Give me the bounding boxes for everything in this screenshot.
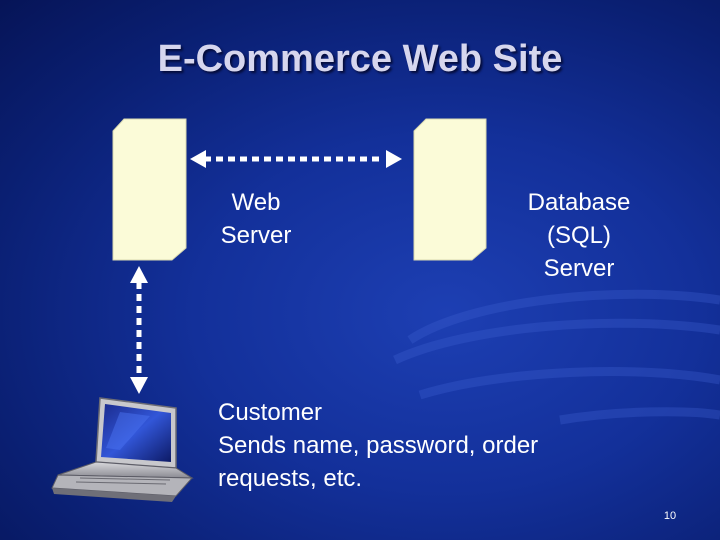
laptop-icon bbox=[51, 397, 194, 502]
slide-title: E-Commerce Web Site bbox=[157, 38, 563, 80]
database-server-label: Database (SQL) Server bbox=[506, 186, 652, 285]
customer-label: Customer Sends name, password, order req… bbox=[218, 396, 538, 495]
customer-label-line1: Customer bbox=[218, 399, 323, 426]
web-server-label-line1: Web bbox=[231, 189, 281, 216]
page-number: 10 bbox=[663, 510, 677, 522]
server-icon bbox=[112, 118, 187, 261]
database-server-label-line2: (SQL) bbox=[546, 222, 611, 249]
web-db-arrow bbox=[190, 150, 402, 168]
database-server-label-line1: Database bbox=[527, 189, 631, 216]
database-server-label-line3: Server bbox=[543, 255, 615, 282]
customer-label-line3: requests, etc. bbox=[218, 465, 363, 492]
customer-web-arrow bbox=[130, 266, 148, 394]
web-server-label: Web Server bbox=[196, 186, 316, 252]
web-server-label-line2: Server bbox=[220, 222, 292, 249]
customer-label-line2: Sends name, password, order bbox=[218, 432, 539, 459]
database-server-icon bbox=[413, 118, 487, 261]
